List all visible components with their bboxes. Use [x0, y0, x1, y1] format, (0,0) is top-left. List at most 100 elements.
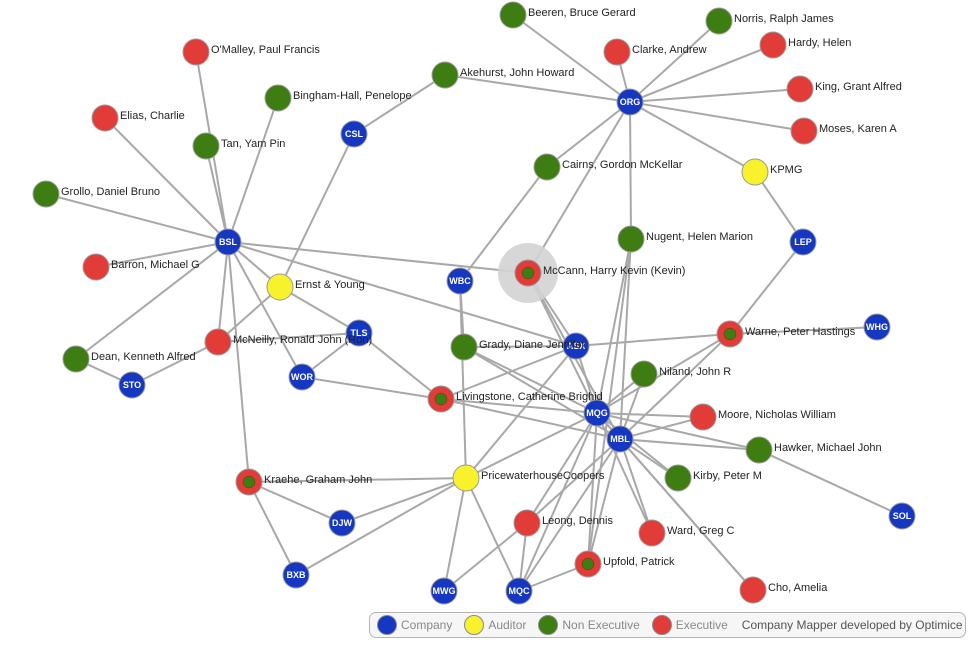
node-dean[interactable]: Dean, Kenneth Alfred: [62, 345, 196, 373]
node-akehurst[interactable]: Akehurst, John Howard: [431, 61, 574, 89]
edge-kraehe-bxb: [248, 481, 297, 576]
nonexec-node-circle: [745, 436, 773, 464]
edge-tan-bsl: [205, 145, 229, 243]
node-mcneilly[interactable]: McNeilly, Ronald John (Ron): [204, 328, 372, 356]
node-cairns[interactable]: Cairns, Gordon McKellar: [533, 153, 683, 181]
auditor-node-circle: [452, 464, 480, 492]
node-label: Ernst & Young: [295, 279, 365, 291]
node-bxb[interactable]: BXB: [282, 561, 310, 589]
nonexec-node-circle: [630, 360, 658, 388]
nonexec-node-circle: [664, 464, 692, 492]
node-label: Leong, Dennis: [542, 515, 613, 527]
node-mqc[interactable]: MQC: [505, 577, 533, 605]
company-node-circle: [345, 319, 373, 347]
node-warne[interactable]: Warne, Peter Hastings: [716, 320, 856, 348]
node-niland[interactable]: Niland, John R: [630, 360, 731, 388]
node-csl[interactable]: CSL: [340, 120, 368, 148]
edge-ey-mcneilly: [217, 286, 281, 343]
node-norris[interactable]: Norris, Ralph James: [705, 7, 834, 35]
node-moses[interactable]: Moses, Karen A: [790, 117, 897, 145]
nonexec-node-circle: [192, 132, 220, 160]
node-ey[interactable]: Ernst & Young: [266, 273, 365, 301]
node-label: Moses, Karen A: [819, 123, 897, 135]
node-elias[interactable]: Elias, Charlie: [91, 104, 185, 132]
node-sto[interactable]: STO: [118, 371, 146, 399]
node-mccann[interactable]: McCann, Harry Kevin (Kevin): [514, 259, 685, 287]
node-mqg[interactable]: MQG: [583, 399, 611, 427]
node-label: Hawker, Michael John: [774, 442, 882, 454]
legend-swatch-exec: [651, 615, 672, 635]
company-code: TLS: [351, 328, 368, 338]
auditor-node-circle: [266, 273, 294, 301]
edge-nugent-org: [629, 101, 632, 240]
node-ward[interactable]: Ward, Greg C: [638, 519, 734, 547]
edge-csl-akehurst: [353, 74, 446, 135]
company-code: BSL: [219, 237, 238, 247]
node-bsl[interactable]: BSL: [214, 228, 242, 256]
node-leong[interactable]: Leong, Dennis: [513, 509, 613, 537]
node-grady[interactable]: Grady, Diane Jennifer: [450, 333, 586, 361]
node-label: O'Malley, Paul Francis: [211, 44, 320, 56]
company-node-circle: [789, 228, 817, 256]
legend-swatch-nonexec: [538, 615, 559, 635]
node-hawker[interactable]: Hawker, Michael John: [745, 436, 882, 464]
node-moore[interactable]: Moore, Nicholas William: [689, 403, 836, 431]
node-kpmg[interactable]: KPMG: [741, 158, 802, 186]
legend-item-auditor: Auditor: [464, 615, 526, 635]
edge-pwc-kraehe: [248, 477, 467, 483]
node-wor[interactable]: WOR: [288, 363, 316, 391]
node-kirby[interactable]: Kirby, Peter M: [664, 464, 762, 492]
node-tan[interactable]: Tan, Yam Pin: [192, 132, 285, 160]
node-bingham[interactable]: Bingham-Hall, Penelope: [264, 84, 412, 112]
company-node-circle: [340, 120, 368, 148]
edge-wbc-pwc: [459, 280, 467, 479]
node-wbc[interactable]: WBC: [446, 267, 474, 295]
node-pwc[interactable]: PricewaterhouseCoopers: [452, 464, 605, 492]
exec-node-circle: [759, 31, 787, 59]
exec-node-circle: [739, 576, 767, 604]
node-cho[interactable]: Cho, Amelia: [739, 576, 828, 604]
node-livingstone[interactable]: Livingstone, Catherine Brighid: [427, 385, 603, 413]
node-whg[interactable]: WHG: [863, 313, 891, 341]
edge-bsl-dean: [75, 241, 229, 360]
node-hardy[interactable]: Hardy, Helen: [759, 31, 851, 59]
node-barron[interactable]: Barron, Michael G: [82, 253, 200, 281]
edge-cairns-wbc: [459, 166, 548, 282]
node-grollo[interactable]: Grollo, Daniel Bruno: [32, 180, 160, 208]
edge-mqc-mbl: [518, 438, 621, 592]
edge-bingham-bsl: [227, 97, 279, 243]
edge-grady-asx: [463, 345, 577, 348]
node-clarke[interactable]: Clarke, Andrew: [603, 38, 707, 66]
edge-upfold-mbl: [587, 438, 621, 565]
node-upfold[interactable]: Upfold, Patrick: [574, 550, 675, 578]
company-node-circle: [606, 425, 634, 453]
node-tls[interactable]: TLS: [345, 319, 373, 347]
company-node-circle: [562, 332, 590, 360]
edge-leong-mqg: [526, 412, 598, 524]
node-asx[interactable]: ASX: [562, 332, 590, 360]
node-label: McCann, Harry Kevin (Kevin): [543, 265, 685, 277]
node-label: Nugent, Helen Marion: [646, 231, 753, 243]
node-kraehe[interactable]: Kraehe, Graham John: [235, 468, 372, 496]
node-king[interactable]: King, Grant Alfred: [786, 75, 902, 103]
edge-moses-org: [629, 101, 805, 132]
node-sol[interactable]: SOL: [888, 502, 916, 530]
nonexec-node-circle: [705, 7, 733, 35]
edge-hardy-org: [629, 44, 774, 103]
node-mwg[interactable]: MWG: [430, 577, 458, 605]
node-omalley[interactable]: O'Malley, Paul Francis: [182, 38, 320, 66]
company-code: DJW: [332, 518, 353, 528]
edge-upfold-mqg: [587, 412, 598, 565]
legend-swatch-auditor: [464, 615, 485, 635]
node-mbl[interactable]: MBL: [606, 425, 634, 453]
node-nugent[interactable]: Nugent, Helen Marion: [617, 225, 753, 253]
node-beeren[interactable]: Beeren, Bruce Gerard: [499, 1, 636, 29]
node-label: Tan, Yam Pin: [221, 138, 285, 150]
node-org[interactable]: ORG: [616, 88, 644, 116]
node-lep[interactable]: LEP: [789, 228, 817, 256]
legend-swatch-company: [377, 615, 397, 635]
company-node-circle: [616, 88, 644, 116]
edge-kpmg-lep: [754, 171, 804, 243]
node-djw[interactable]: DJW: [328, 509, 356, 537]
